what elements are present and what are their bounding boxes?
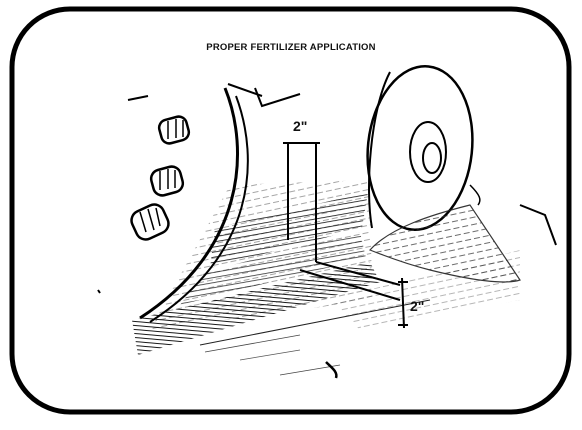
top-dimension-label: 2" — [293, 118, 307, 134]
diagram-title: PROPER FERTILIZER APPLICATION — [0, 42, 582, 53]
right-dimension-label: 2" — [410, 298, 424, 314]
